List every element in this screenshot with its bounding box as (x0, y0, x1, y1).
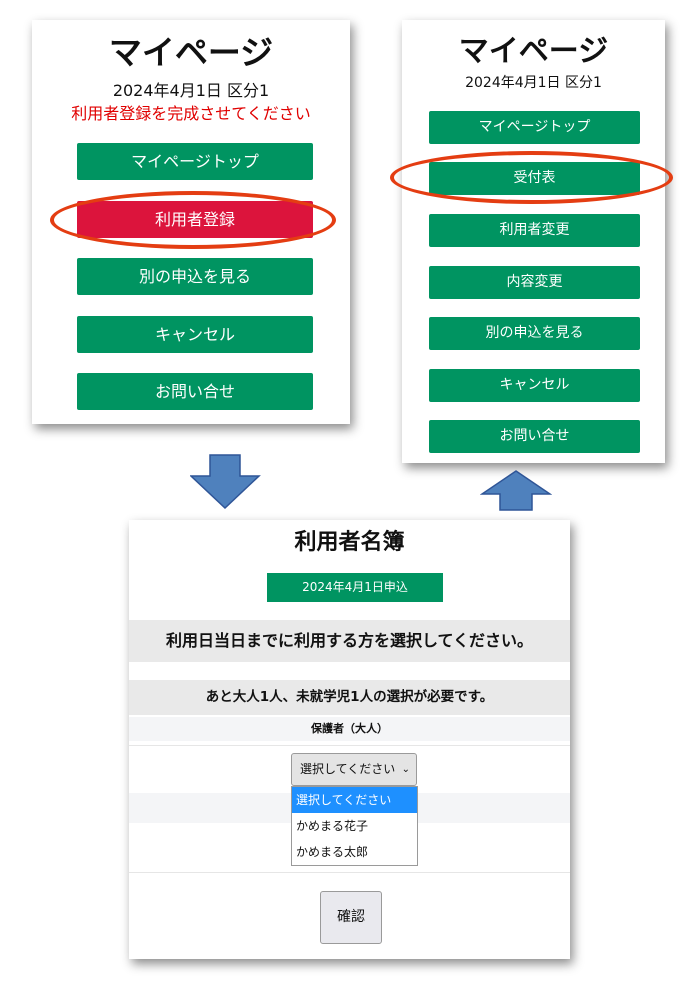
instruction-banner: 利用日当日までに利用する方を選択してください。 (129, 620, 570, 662)
page-title: マイページ (108, 33, 274, 72)
select-value: 選択してください (300, 762, 396, 776)
section-label: 保護者（大人） (129, 717, 570, 741)
requirement-banner: あと大人1人、未就学児1人の選択が必要です。 (129, 680, 570, 715)
select-option[interactable]: 選択してください (292, 787, 417, 813)
date-line: 2024年4月1日 区分1 (112, 81, 270, 100)
select-option[interactable]: かめまる太郎 (296, 845, 369, 859)
cancel-button[interactable]: キャンセル (429, 369, 640, 402)
guardian-select[interactable]: 選択してください ⌄ (291, 753, 417, 786)
other-applications-button[interactable]: 別の申込を見る (429, 317, 640, 350)
mypage-after-card: マイページ 2024年4月1日 区分1 マイページトップ 受付表 利用者変更 内… (390, 20, 673, 463)
page-title: マイページ (458, 34, 609, 69)
contact-button[interactable]: お問い合せ (429, 420, 640, 453)
other-applications-button[interactable]: 別の申込を見る (77, 258, 313, 295)
divider (129, 745, 570, 746)
content-change-button[interactable]: 内容変更 (429, 266, 640, 299)
select-option[interactable]: かめまる花子 (296, 819, 369, 833)
divider (129, 872, 570, 873)
chevron-down-icon: ⌄ (401, 764, 410, 775)
mypage-before-card: マイページ 2024年4月1日 区分1 利用者登録を完成させてください マイペー… (32, 20, 350, 424)
receipt-button[interactable]: 受付表 (429, 162, 640, 195)
mypage-top-button[interactable]: マイページトップ (77, 143, 313, 180)
application-date-badge: 2024年4月1日申込 (267, 573, 443, 602)
user-change-button[interactable]: 利用者変更 (429, 214, 640, 247)
registration-notice: 利用者登録を完成させてください (71, 104, 311, 123)
mypage-top-button[interactable]: マイページトップ (429, 111, 640, 144)
page-title: 利用者名簿 (294, 530, 405, 555)
cancel-button[interactable]: キャンセル (77, 316, 313, 353)
user-registration-button[interactable]: 利用者登録 (77, 201, 313, 238)
arrow-up-icon (480, 470, 552, 511)
contact-button[interactable]: お問い合せ (77, 373, 313, 410)
select-dropdown: 選択してください かめまる花子 かめまる太郎 (291, 786, 418, 866)
arrow-down-icon (190, 454, 261, 510)
date-line: 2024年4月1日 区分1 (465, 75, 602, 91)
user-list-card: 利用者名簿 2024年4月1日申込 利用日当日までに利用する方を選択してください… (129, 520, 570, 959)
confirm-button[interactable]: 確認 (320, 891, 382, 944)
